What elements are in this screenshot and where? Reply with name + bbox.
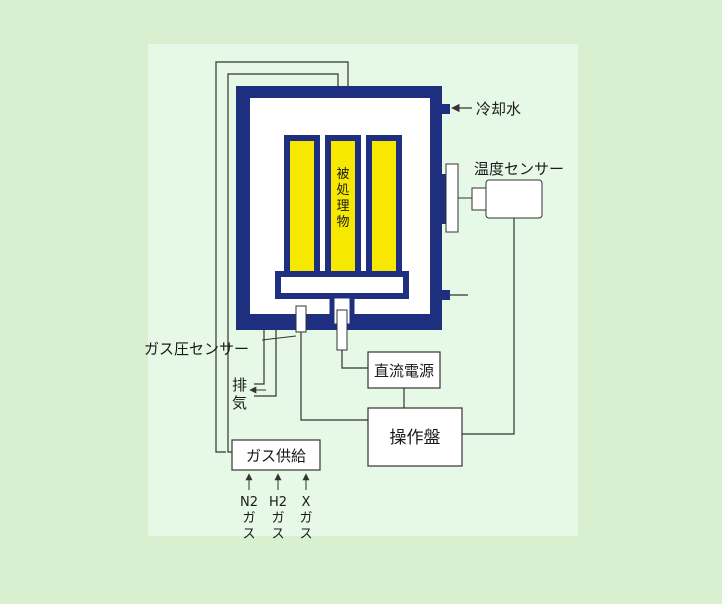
- gas-input-h2-unit-1: ガ: [271, 511, 284, 526]
- workpiece-char-4: 物: [336, 215, 349, 230]
- exhaust-char-2: 気: [232, 394, 247, 412]
- workpiece-tray: [275, 271, 409, 351]
- gas-pressure-sensor-label: ガス圧センサー: [144, 340, 249, 358]
- exhaust-pipe: [254, 330, 277, 397]
- gas-input-x-unit-2: ス: [299, 527, 312, 542]
- gas-input-h2: H2: [269, 495, 287, 510]
- workpiece-char-3: 理: [336, 199, 349, 214]
- gas-input-n2: N2: [240, 495, 258, 510]
- gas-input-h2-unit-2: ス: [271, 527, 284, 542]
- gas-input-x: X: [302, 495, 311, 510]
- gas-input-arrows: [245, 473, 310, 490]
- workpiece-label: 被 処 理 物: [336, 167, 349, 230]
- gas-input-x-unit-1: ガ: [299, 511, 312, 526]
- workpieces: [284, 135, 402, 277]
- gas-pressure-leader: [261, 335, 297, 341]
- cooling-water-label: 冷却水: [476, 100, 521, 118]
- workpiece-char-2: 処: [336, 183, 349, 198]
- control-panel-label: 操作盤: [390, 428, 441, 448]
- gas-pipe: [215, 61, 349, 453]
- gas-supply-label: ガス供給: [246, 447, 306, 465]
- exhaust-char-1: 排: [232, 376, 247, 394]
- gas-inputs: N2 ガ ス H2 ガ ス X ガ ス: [240, 495, 313, 542]
- gas-supply-box: [231, 439, 321, 471]
- workpiece-char-1: 被: [336, 167, 349, 182]
- wiring: [300, 218, 515, 435]
- control-panel-box: [367, 407, 463, 467]
- temperature-sensor: [458, 179, 543, 219]
- temp-sensor-label: 温度センサー: [474, 160, 564, 178]
- gas-input-n2-unit-2: ス: [242, 527, 255, 542]
- dc-power-label: 直流電源: [374, 362, 434, 380]
- gas-input-n2-unit-1: ガ: [242, 511, 255, 526]
- dc-power-box: [367, 351, 441, 389]
